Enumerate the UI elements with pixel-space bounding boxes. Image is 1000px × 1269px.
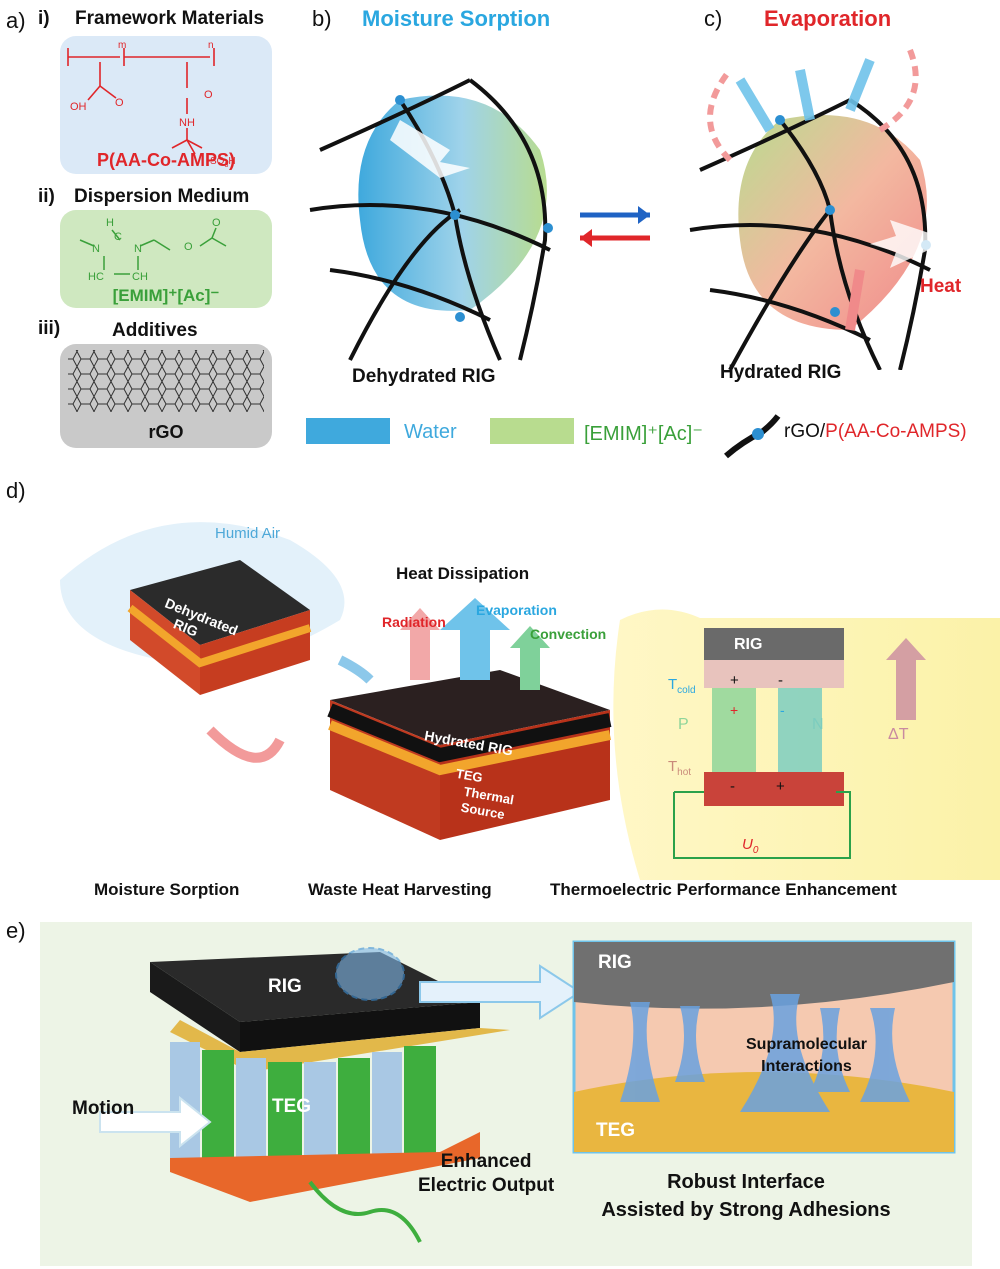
output-wire <box>308 1180 422 1243</box>
c-label: C <box>114 231 122 243</box>
te-rig-label: RIG <box>734 636 763 653</box>
nh-label: NH <box>179 117 195 129</box>
motion-label: Motion <box>72 1098 135 1119</box>
oh-label: OH <box>70 101 87 113</box>
panel-d-label: d) <box>6 478 26 503</box>
additives-heading: Additives <box>112 320 198 341</box>
inflow-arrow-icon <box>390 120 470 178</box>
n-label: N <box>134 243 142 255</box>
evaporation-label: Evaporation <box>476 602 557 618</box>
device-teg-label: TEG <box>272 1096 312 1117</box>
graphene-lattice <box>68 350 264 412</box>
panel-b-label: b) <box>312 6 332 31</box>
motion-arrow-icon <box>99 1095 212 1149</box>
ch-label: CH <box>132 271 148 283</box>
caption-te-enhancement: Thermoelectric Performance Enhancement <box>550 880 897 899</box>
p-label: P <box>678 716 689 733</box>
h-label: H <box>106 217 114 229</box>
heat-arrow-icon <box>870 220 950 268</box>
polymer-name: P(AA-Co-AMPS) <box>97 150 235 170</box>
moisture-sorption-title: Moisture Sorption <box>362 6 551 31</box>
p-leg <box>712 688 756 772</box>
te-rig-layer <box>704 628 844 660</box>
water-swatch <box>306 418 390 444</box>
dispersion-heading: Dispersion Medium <box>74 186 250 207</box>
so3h-label: SO3H <box>210 156 236 169</box>
convection-label: Convection <box>530 626 607 642</box>
emim-structure: H C N N HC CH O O <box>79 217 227 283</box>
il-name: [EMIM]⁺[Ac]⁻ <box>112 286 220 305</box>
rgo-name: rGO <box>148 422 184 442</box>
panel-d-illustration <box>60 522 1000 880</box>
p-plus-sign: + <box>730 702 739 718</box>
caption-moisture-sorption: Moisture Sorption <box>94 880 240 899</box>
circuit-wire <box>673 791 851 859</box>
inset-teg-label: TEG <box>596 1120 636 1141</box>
dehydrated-block-top <box>130 560 310 645</box>
carboxyl-o-label: O <box>115 97 124 109</box>
additives-box: rGO <box>60 344 272 448</box>
evaporation-arrow-icon <box>440 598 510 680</box>
water-legend: Water <box>404 421 457 443</box>
hc-label: HC <box>88 271 104 283</box>
u0-label: U0 <box>742 836 759 856</box>
chain-legend: rGO/P(AA-Co-AMPS) <box>784 421 967 442</box>
heat-label: Heat <box>920 276 962 297</box>
delta-t-arrow-icon <box>886 638 926 720</box>
il-legend: [EMIM]⁺[Ac]⁻ <box>584 423 703 445</box>
t-hot-label: Thot <box>668 758 692 778</box>
chain-legend-icon <box>724 414 781 459</box>
device-rig-label: RIG <box>268 976 302 997</box>
o-label: O <box>212 217 221 229</box>
zoom-arrow-icon <box>419 964 582 1020</box>
framework-box: m n OH O O NH SO3H P(AA-Co-AMPS) <box>60 36 272 174</box>
hot-plate <box>704 772 844 806</box>
t-cold-label: Tcold <box>668 676 696 696</box>
panel-e-label: e) <box>6 918 26 943</box>
n-subscript: n <box>208 40 214 51</box>
evaporation-title: Evaporation <box>764 6 892 31</box>
dispersion-box: H C N N HC CH O O [EMIM]⁺[Ac]⁻ <box>60 210 272 308</box>
panel-a-ii-numeral: ii) <box>38 186 55 207</box>
delta-t-label: ΔT <box>888 726 909 743</box>
o-minus-label: O <box>184 241 193 253</box>
dehydrated-caption: Dehydrated RIG <box>352 366 496 387</box>
polymer-structure: m n OH O O NH SO3H <box>67 40 236 169</box>
framework-heading: Framework Materials <box>75 8 265 29</box>
n-leg <box>778 688 822 772</box>
panel-a-label: a) <box>6 8 26 33</box>
hot-plus-sign: + <box>776 778 785 795</box>
bottom-plate <box>170 1132 480 1202</box>
convection-arrow-icon <box>510 626 550 690</box>
heat-dissipation-label: Heat Dissipation <box>396 564 530 583</box>
m-subscript: m <box>118 40 126 51</box>
n-label: N <box>812 716 824 733</box>
panel-a-i-numeral: i) <box>38 8 50 29</box>
hot-minus-sign: - <box>730 778 735 795</box>
inset-rig-label: RIG <box>598 952 632 973</box>
caption-waste-heat: Waste Heat Harvesting <box>308 880 492 899</box>
radiation-arrow-icon <box>400 608 440 680</box>
n-minus-sign: - <box>780 702 785 718</box>
hydrated-caption: Hydrated RIG <box>720 362 842 383</box>
cold-plus-sign: + <box>730 672 739 689</box>
panel-e-illustration <box>99 940 956 1243</box>
panel-a-iii-numeral: iii) <box>38 318 61 339</box>
n-plus-label: N <box>92 243 100 255</box>
il-swatch <box>490 418 574 444</box>
radiation-label: Radiation <box>382 614 446 630</box>
network-diagrams <box>309 48 950 370</box>
cold-minus-sign: - <box>778 672 783 689</box>
zoom-circle <box>335 947 405 1001</box>
amide-o-label: O <box>204 89 213 101</box>
humid-air-label: Humid Air <box>215 525 281 542</box>
panel-c-label: c) <box>704 6 723 31</box>
